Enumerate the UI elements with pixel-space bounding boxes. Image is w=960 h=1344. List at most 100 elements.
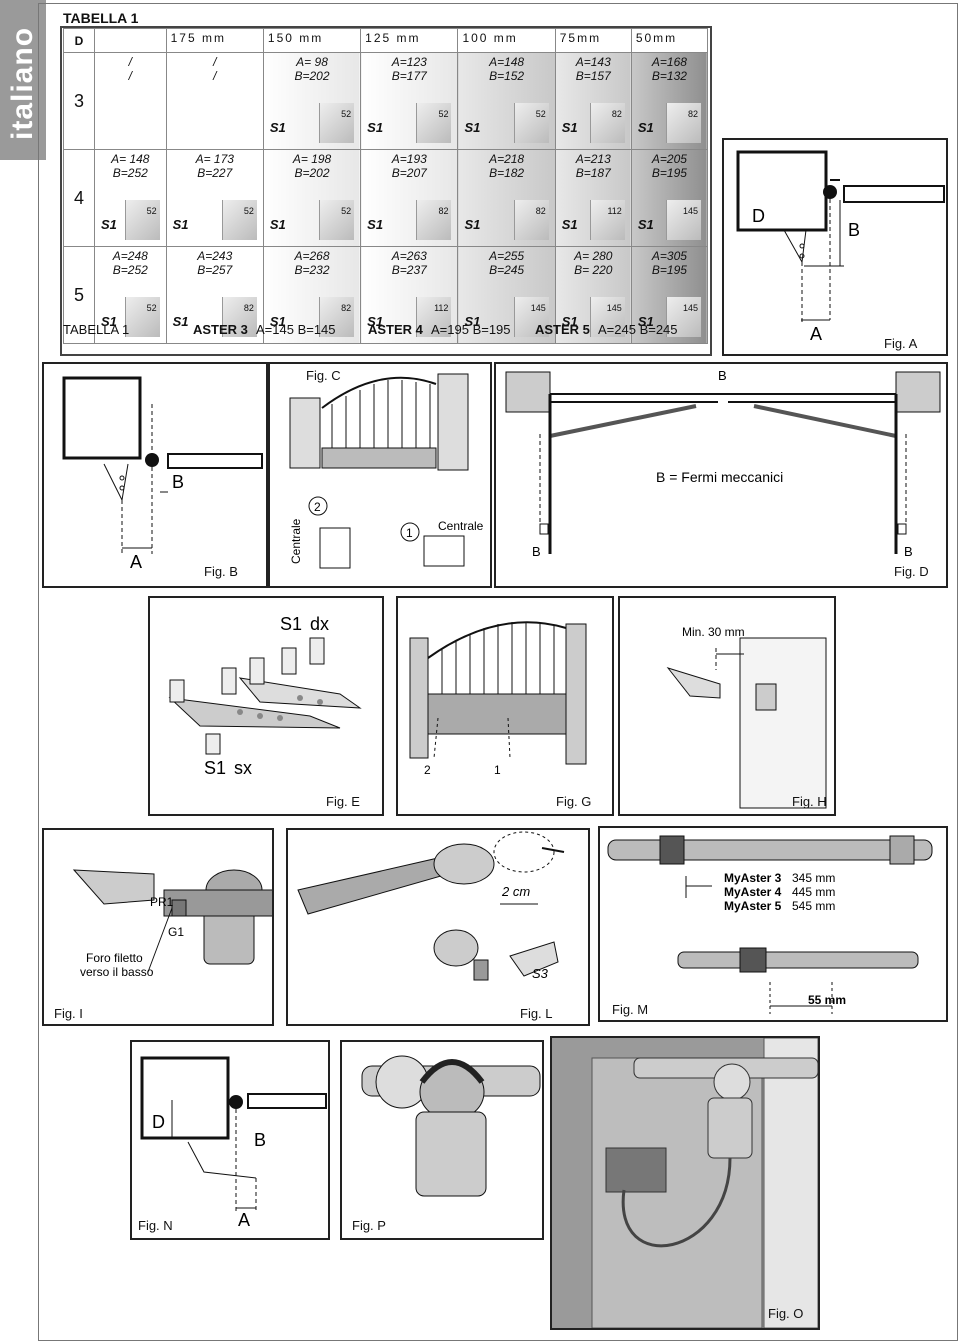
fig-c-n1: 1 bbox=[406, 526, 413, 540]
fig-m-diagram: MyAster 3 345 mm MyAster 4 445 mm MyAste… bbox=[607, 835, 933, 1014]
fig-d-b-left: B bbox=[532, 544, 541, 559]
aster5-values: A=245 B=245 bbox=[598, 322, 678, 337]
s1-bracket-label: S1 bbox=[269, 120, 286, 135]
aster5-name: ASTER 5 bbox=[535, 322, 590, 337]
bracket-plate-icon: 52 bbox=[319, 200, 355, 240]
cell-b-value: B=152 bbox=[489, 69, 525, 83]
cell-b-value: B=257 bbox=[197, 263, 233, 277]
bracket-plate-icon: 145 bbox=[666, 297, 701, 337]
col-header: 75mm bbox=[554, 28, 632, 53]
fig-g-panel: 2 1 Fig. G bbox=[396, 596, 614, 816]
fig-n-d: D bbox=[152, 1112, 165, 1132]
bracket-plate-icon: 145 bbox=[589, 297, 625, 337]
cell-a-value: / bbox=[213, 55, 217, 69]
cell-b-value: B=245 bbox=[489, 263, 525, 277]
fig-h-panel: Min. 30 mm Fig. H bbox=[618, 596, 836, 816]
fig-d-diagram: B B = Fermi meccanici B B bbox=[505, 368, 941, 559]
s1-bracket-label: S1 bbox=[101, 217, 117, 232]
fig-a-panel: D B A Fig. A bbox=[722, 138, 948, 356]
plate-size: 52 bbox=[438, 109, 449, 119]
fig-g-diagram: 2 1 bbox=[409, 621, 587, 777]
plate-size: 52 bbox=[146, 303, 157, 313]
cell-b-value: B=227 bbox=[197, 166, 233, 180]
cell-a-value: A= 198 bbox=[292, 152, 332, 166]
s1-bracket-label: S1 bbox=[561, 217, 578, 232]
fig-n-label: Fig. N bbox=[138, 1218, 173, 1233]
cell-a-value: A= 98 bbox=[296, 55, 328, 69]
s1-bracket-label: S1 bbox=[172, 217, 189, 232]
row-label: 4 bbox=[63, 149, 95, 247]
fig-n-a: A bbox=[238, 1210, 250, 1230]
bracket-plate-icon: 82 bbox=[589, 103, 625, 143]
s1-bracket-label: S1 bbox=[464, 120, 481, 135]
s1-bracket-label: S1 bbox=[464, 314, 481, 329]
fig-e-panel: S1 dx S1 sx Fig. E bbox=[148, 596, 384, 816]
fig-d-b-top: B bbox=[718, 368, 727, 383]
fig-l-s3: S3 bbox=[532, 966, 549, 981]
plate-size: 52 bbox=[341, 109, 352, 119]
fig-b-diagram: B A bbox=[62, 376, 263, 572]
fig-h-label: Fig. H bbox=[792, 794, 827, 809]
cell-a-value: A=263 bbox=[391, 249, 427, 263]
cell-b-value: / bbox=[213, 69, 217, 83]
aster4-name: ASTER 4 bbox=[368, 322, 423, 337]
fig-g-n2: 2 bbox=[424, 763, 431, 777]
cell-a-value: A=268 bbox=[294, 249, 330, 263]
cell-a-value: / bbox=[128, 55, 132, 69]
s1-bracket-label: S1 bbox=[637, 217, 654, 232]
plate-size: 145 bbox=[606, 303, 622, 313]
fig-b-panel: B A Fig. B bbox=[42, 362, 268, 588]
fig-e-sx: sx bbox=[234, 758, 252, 778]
fig-o-panel: Fig. O bbox=[550, 1036, 820, 1330]
cell-a-value: A=193 bbox=[391, 152, 427, 166]
col-header: 50mm bbox=[630, 28, 709, 53]
cell-b-value: B=202 bbox=[294, 166, 330, 180]
fig-n-diagram: D B A bbox=[140, 1056, 327, 1230]
bracket-plate-icon: 145 bbox=[513, 297, 549, 337]
cell-a-value: A=148 bbox=[489, 55, 525, 69]
fig-m-m4v: 445 mm bbox=[792, 885, 835, 899]
fig-m-m5: MyAster 5 bbox=[724, 899, 782, 913]
fig-e-label: Fig. E bbox=[326, 794, 360, 809]
s1-bracket-label: S1 bbox=[172, 314, 189, 329]
fig-m-m3v: 345 mm bbox=[792, 871, 835, 885]
fig-o-diagram bbox=[552, 1037, 819, 1329]
plate-size: 82 bbox=[535, 206, 546, 216]
bracket-plate-icon: 112 bbox=[416, 297, 452, 337]
fig-e-dx: dx bbox=[310, 614, 329, 634]
gate-leaf bbox=[843, 185, 945, 203]
cell-b-value: B=177 bbox=[391, 69, 427, 83]
fig-i-pr1: PR1 bbox=[150, 895, 174, 909]
cell-b-value: B=195 bbox=[651, 263, 687, 277]
plate-size: 82 bbox=[243, 303, 254, 313]
cell-a-value: A=213 bbox=[575, 152, 611, 166]
col-header: 175 mm bbox=[165, 28, 264, 53]
fig-b-label: Fig. B bbox=[204, 564, 238, 579]
cell-b-value: B= 220 bbox=[574, 263, 613, 277]
fig-i-label: Fig. I bbox=[54, 1006, 83, 1021]
plate-size: 82 bbox=[438, 206, 449, 216]
bracket-plate-icon: 52 bbox=[319, 103, 355, 143]
s1-bracket-label: S1 bbox=[367, 120, 384, 135]
cell-b-value: / bbox=[128, 69, 132, 83]
cell-a-value: A=123 bbox=[391, 55, 427, 69]
language-tab-label: italiano bbox=[6, 26, 39, 140]
plate-size: 145 bbox=[682, 303, 698, 313]
fig-m-dim: 55 mm bbox=[808, 993, 846, 1007]
cell-a-value: A=255 bbox=[489, 249, 525, 263]
fig-c-panel: 2 1 Centrale Centrale Fig. C bbox=[268, 362, 492, 588]
plate-size: 82 bbox=[341, 303, 352, 313]
fig-p-panel: Fig. P bbox=[340, 1040, 544, 1240]
bracket-plate-icon: 52 bbox=[513, 103, 549, 143]
table-1: D 175 mm 150 mm 125 mm 100 mm 75mm 50mm … bbox=[63, 28, 709, 344]
fig-e-diagram: S1 dx S1 sx bbox=[168, 614, 362, 778]
bracket-plate-icon: 145 bbox=[666, 200, 701, 240]
footer-label: TABELLA 1 bbox=[63, 322, 130, 337]
